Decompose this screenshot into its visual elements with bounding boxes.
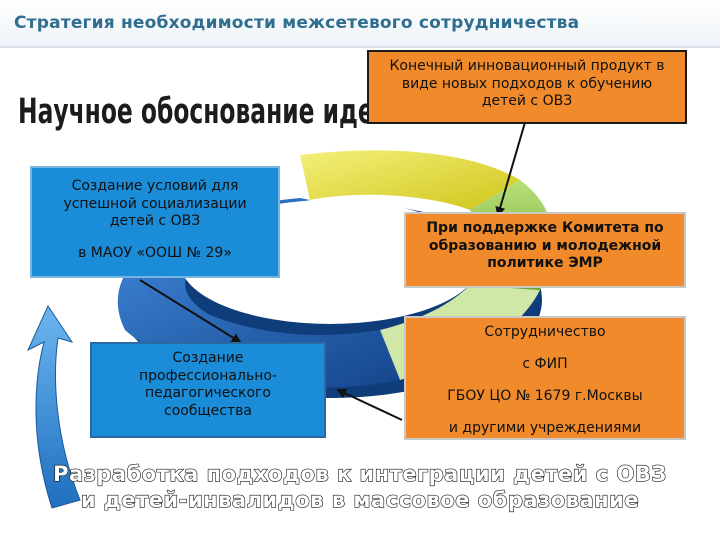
- box-product-text: Конечный инновационный продукт в виде но…: [389, 58, 665, 109]
- coop-line: с ФИП: [522, 356, 568, 372]
- cycle-arrow: [26, 304, 81, 509]
- slide-title: Стратегия необходимости межсетевого сотр…: [14, 13, 580, 33]
- box-conditions-school: в МАОУ «ООШ № 29»: [78, 244, 232, 261]
- footer-line-1: Разработка подходов к интеграции детей с…: [53, 461, 667, 486]
- box-cooperation: Сотрудничество с ФИП ГБОУ ЦО № 1679 г.Мо…: [404, 316, 686, 440]
- coop-line: Сотрудничество: [484, 324, 606, 340]
- connector-conditions-community: [139, 279, 242, 344]
- box-community-text: Создание профессионально-педагогического…: [139, 350, 277, 419]
- footer-line-2: и детей-инвалидов в массовое образование: [80, 487, 640, 512]
- coop-line: ГБОУ ЦО № 1679 г.Москвы: [447, 388, 643, 404]
- box-conditions: Создание условий для успешной социализац…: [30, 166, 280, 278]
- ring-segment-yellow: [300, 150, 520, 210]
- connector-product: [495, 111, 529, 217]
- heading: Научное обоснование идеи: [18, 92, 391, 133]
- header-bar: Стратегия необходимости межсетевого сотр…: [0, 0, 720, 48]
- box-conditions-text: Создание условий для успешной социализац…: [63, 178, 247, 229]
- box-product: Конечный инновационный продукт в виде но…: [367, 50, 687, 124]
- box-community: Создание профессионально-педагогического…: [90, 342, 326, 438]
- box-support-text: При поддержке Комитета по образованию и …: [426, 220, 664, 271]
- coop-line: и другими учреждениями: [448, 420, 642, 436]
- connector-cooperation: [336, 388, 403, 421]
- box-support: При поддержке Комитета по образованию и …: [404, 212, 686, 288]
